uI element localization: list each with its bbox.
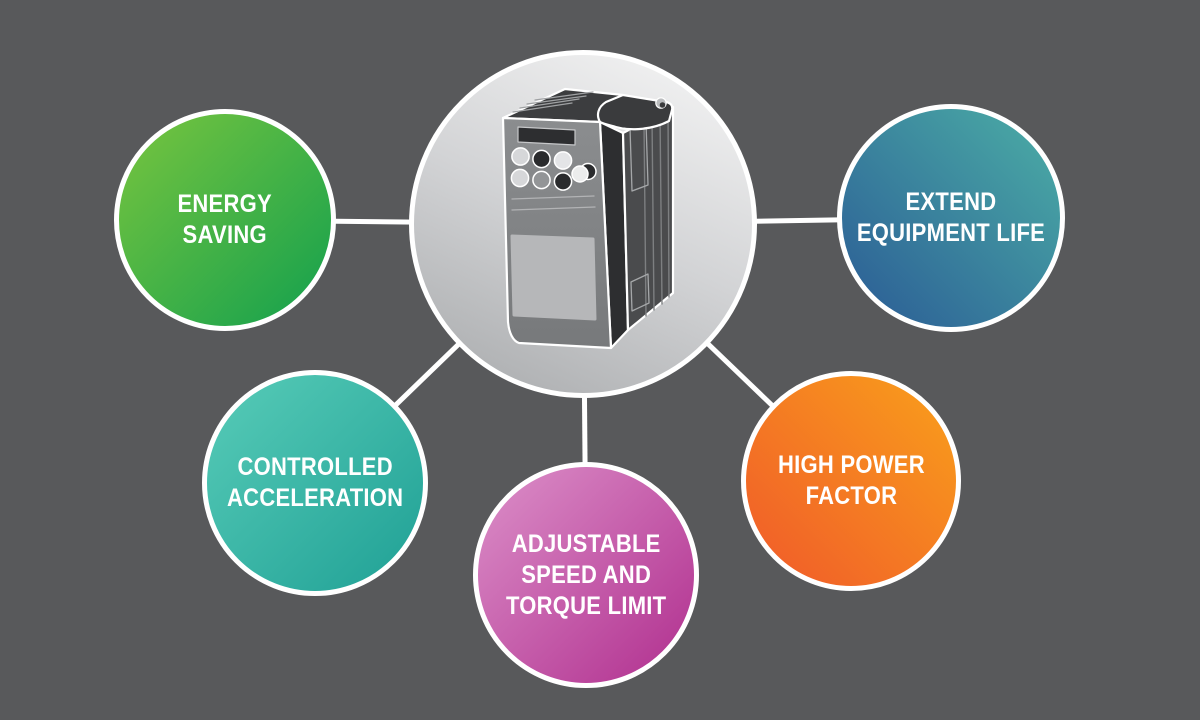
node-controlled-acceleration-label: CONTROLLED ACCELERATION [227,452,403,514]
label-line: ACCELERATION [226,484,404,512]
label-line: EXTEND [905,188,997,216]
device-heatsink-face [621,105,675,332]
node-energy-saving-label: ENERGY SAVING [178,189,273,251]
label-line: ADJUSTABLE [511,529,661,558]
node-adjustable-speed-torque-label: ADJUSTABLE SPEED AND TORQUE LIMIT [506,529,666,622]
device-display [517,126,576,146]
label-line: FACTOR [805,482,897,510]
node-high-power-factor: HIGH POWER FACTOR [741,371,961,591]
node-extend-equipment-life-label: EXTEND EQUIPMENT LIFE [857,187,1045,249]
label-line: HIGH POWER [777,451,925,479]
node-energy-saving: ENERGY SAVING [114,109,336,331]
vfd-device-icon [501,87,675,350]
node-extend-equipment-life: EXTEND EQUIPMENT LIFE [837,104,1065,332]
device-vent-panel [510,234,597,321]
device-keypad [510,147,597,191]
device-cap-band [596,93,674,131]
device-front-face [501,116,613,350]
node-adjustable-speed-torque: ADJUSTABLE SPEED AND TORQUE LIMIT [473,462,699,688]
node-high-power-factor-label: HIGH POWER FACTOR [778,450,925,512]
node-controlled-acceleration: CONTROLLED ACCELERATION [202,370,428,596]
label-line: CONTROLLED [237,453,393,481]
label-line: SAVING [182,221,268,249]
label-line: SPEED AND [521,560,651,589]
label-line: ENERGY [177,190,273,218]
label-line: EQUIPMENT LIFE [856,219,1046,247]
label-line: TORQUE LIMIT [505,591,667,620]
